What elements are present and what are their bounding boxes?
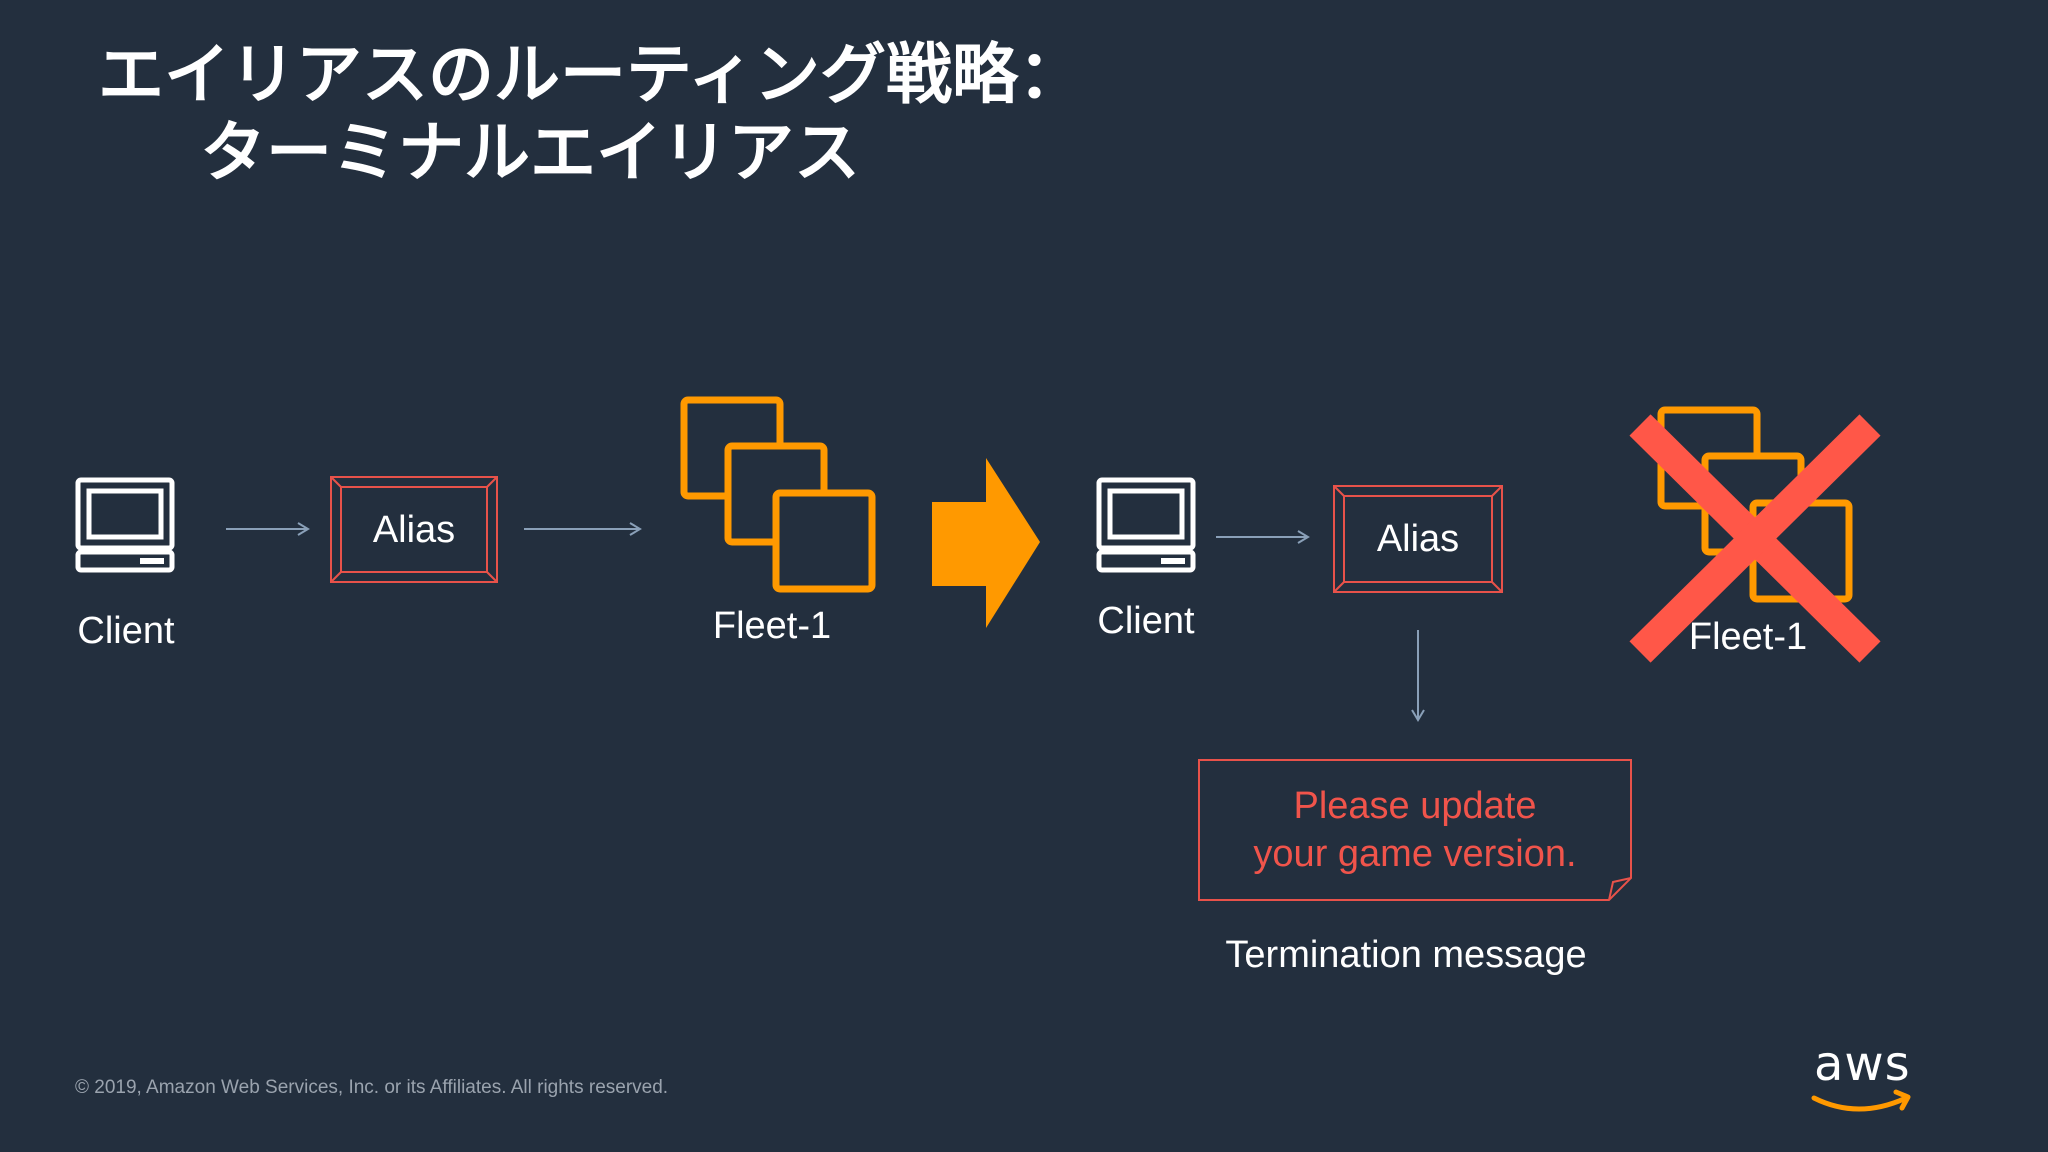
alias-label: Alias bbox=[1376, 518, 1460, 560]
slide-title-line-1: エイリアスのルーティング戦略： bbox=[98, 36, 1085, 113]
message-line-1: Please update bbox=[1293, 785, 1537, 827]
fleet-label: Fleet-1 bbox=[712, 605, 832, 647]
aws-smile-icon bbox=[1811, 1089, 1911, 1112]
transition-arrow-icon bbox=[932, 458, 1040, 628]
client-label: Client bbox=[77, 610, 175, 652]
client-laptop-icon bbox=[75, 477, 175, 573]
fleet-label: Fleet-1 bbox=[1688, 616, 1808, 658]
alias-box bbox=[1333, 485, 1503, 593]
termination-message-text: Please update your game version. bbox=[1199, 760, 1631, 900]
client-laptop-icon bbox=[1096, 477, 1196, 573]
fleet-instances-icon bbox=[680, 396, 876, 593]
slide-title-line-2: ターミナルエイリアス bbox=[200, 114, 860, 191]
aws-logo: aws bbox=[1810, 1040, 1920, 1120]
client-label: Client bbox=[1097, 600, 1195, 642]
fleet-instances-icon bbox=[1657, 406, 1853, 603]
termination-message-box bbox=[1198, 759, 1632, 901]
alias-box bbox=[330, 476, 498, 583]
message-line-2: your game version. bbox=[1253, 833, 1577, 875]
aws-logo-text: aws bbox=[1814, 1036, 1911, 1092]
alias-label: Alias bbox=[372, 509, 456, 551]
copyright-notice: © 2019, Amazon Web Services, Inc. or its… bbox=[75, 1077, 669, 1098]
termination-message-caption: Termination message bbox=[1225, 934, 1587, 976]
